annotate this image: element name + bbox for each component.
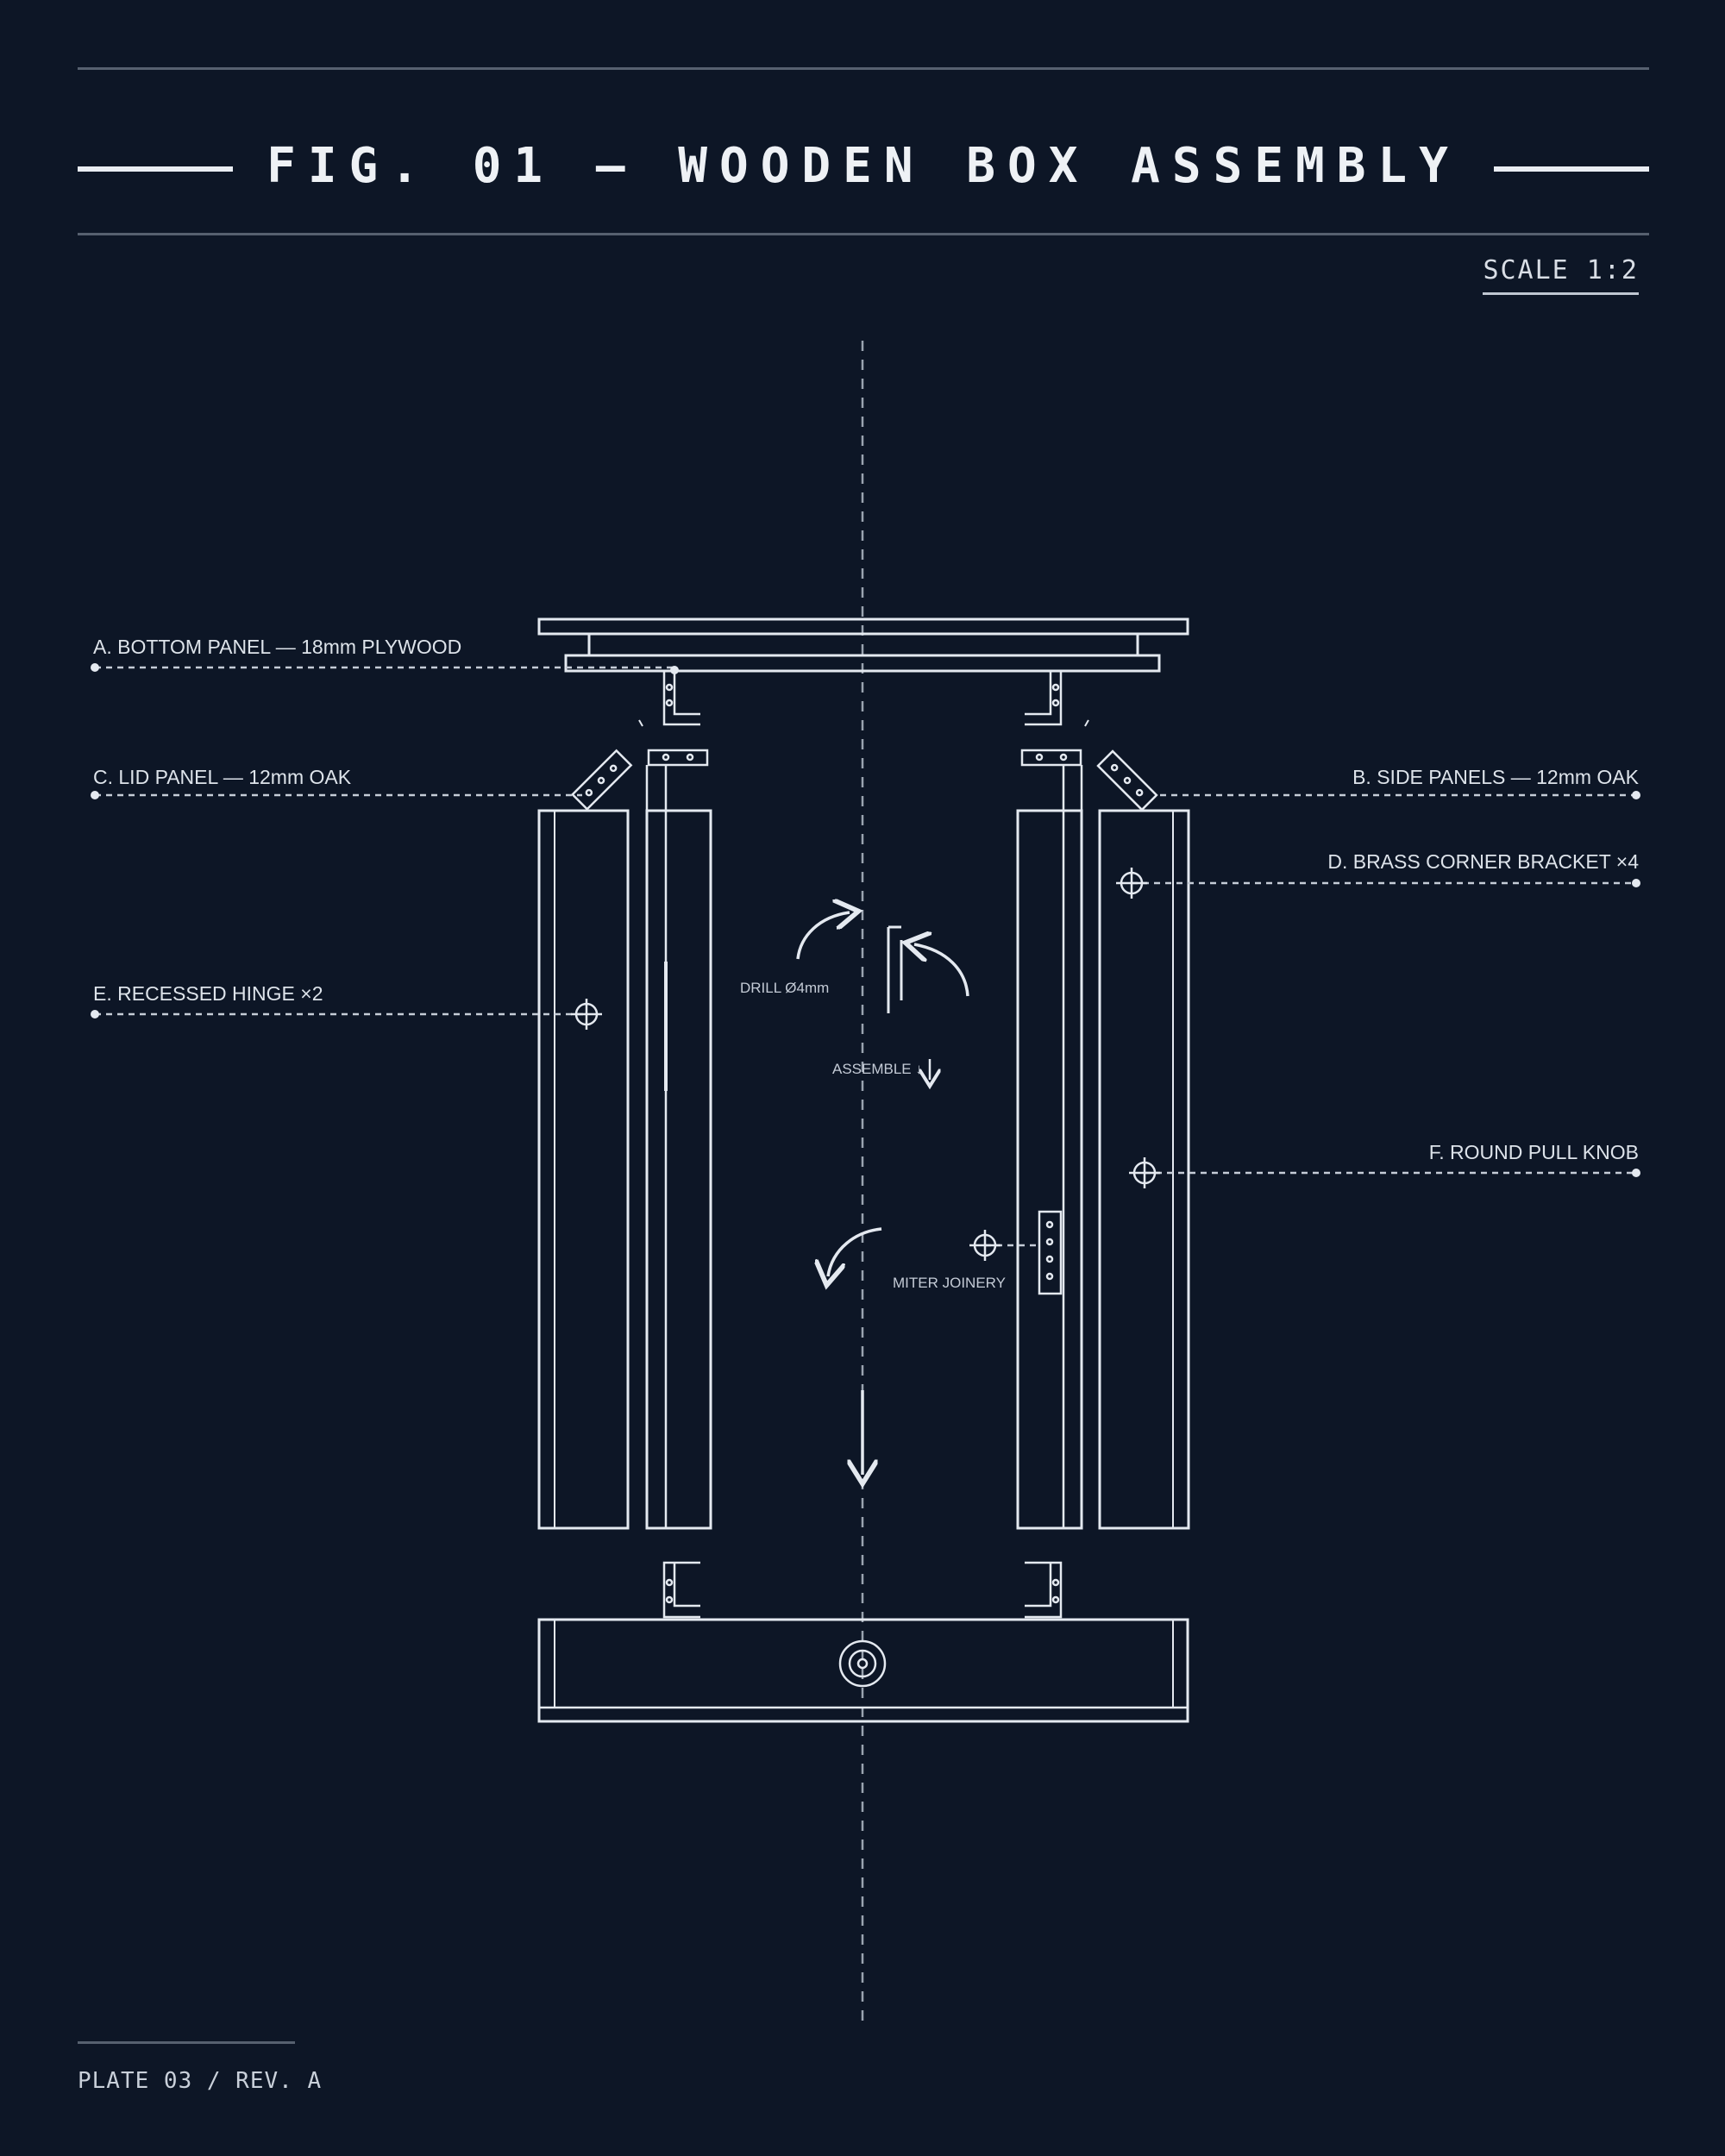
crosshair-miter bbox=[969, 1230, 1000, 1261]
footer-rule bbox=[78, 2041, 295, 2044]
top-rule bbox=[78, 67, 1649, 70]
hinge-pin-part bbox=[887, 925, 903, 1013]
leader-dot-c bbox=[91, 791, 99, 799]
leader-dot-a bbox=[91, 663, 99, 672]
curved-arrow-drill bbox=[796, 912, 850, 960]
title-underline-rule bbox=[78, 233, 1649, 235]
corner-bracket-bottom-left bbox=[662, 1561, 700, 1619]
angled-bracket-left bbox=[570, 749, 633, 812]
title-dash-right bbox=[1494, 166, 1649, 172]
callout-side-panels: B. SIDE PANELS — 12mm OAK bbox=[1352, 766, 1639, 788]
corner-bracket-bottom-right bbox=[1025, 1561, 1063, 1619]
callout-pull-knob: F. ROUND PULL KNOB bbox=[1428, 1141, 1639, 1163]
pull-knob-drawing bbox=[838, 1639, 887, 1688]
curved-arrow-miter bbox=[828, 1227, 882, 1276]
leader-dot-d bbox=[1632, 879, 1640, 887]
callout-bottom-panel: A. BOTTOM PANEL — 18mm PLYWOOD bbox=[93, 636, 462, 658]
miter-joinery-plate bbox=[1038, 1210, 1063, 1295]
side-panel-right-inner bbox=[1016, 765, 1083, 1530]
note-miter-joinery: MITER JOINERY bbox=[893, 1275, 1006, 1291]
figure-title: FIG. 01 — WOODEN BOX ASSEMBLY bbox=[267, 138, 1460, 194]
leader-dot-bracket bbox=[670, 666, 679, 674]
plate-label: PLATE 03 / REV. A bbox=[78, 2068, 323, 2094]
title-dash-left bbox=[78, 166, 233, 172]
callout-corner-bracket: D. BRASS CORNER BRACKET ×4 bbox=[1327, 850, 1639, 873]
leader-dot-b bbox=[1632, 791, 1640, 799]
note-drill: DRILL Ø4mm bbox=[740, 980, 830, 996]
corner-bracket-top-left bbox=[662, 671, 700, 726]
angled-bracket-right bbox=[1096, 749, 1158, 812]
hinge-right bbox=[1020, 749, 1082, 767]
note-assemble: ASSEMBLE ↓ bbox=[832, 1061, 923, 1077]
curved-arrow-rotate bbox=[914, 944, 969, 997]
bottom-panel-drawing bbox=[537, 1618, 1189, 1723]
lid-panel-drawing bbox=[537, 617, 1189, 673]
side-panel-right-outer bbox=[1098, 809, 1190, 1530]
hinge-left bbox=[647, 749, 709, 767]
leader-dot-f bbox=[1632, 1169, 1640, 1177]
corner-bracket-top-right bbox=[1025, 671, 1063, 726]
title-bar: FIG. 01 — WOODEN BOX ASSEMBLY bbox=[78, 129, 1649, 207]
side-panel-left-outer bbox=[537, 809, 630, 1530]
side-panel-left-inner bbox=[645, 765, 712, 1530]
scale-label: SCALE 1:2 bbox=[1483, 255, 1639, 295]
callout-lid-panel: C. LID PANEL — 12mm OAK bbox=[93, 766, 352, 788]
callout-recessed-hinge: E. RECESSED HINGE ×2 bbox=[93, 982, 323, 1005]
crosshair-knob bbox=[1129, 1157, 1160, 1188]
leader-dot-e bbox=[91, 1010, 99, 1018]
crosshair-hinge bbox=[571, 999, 602, 1030]
crosshair-bracket bbox=[1116, 868, 1147, 899]
